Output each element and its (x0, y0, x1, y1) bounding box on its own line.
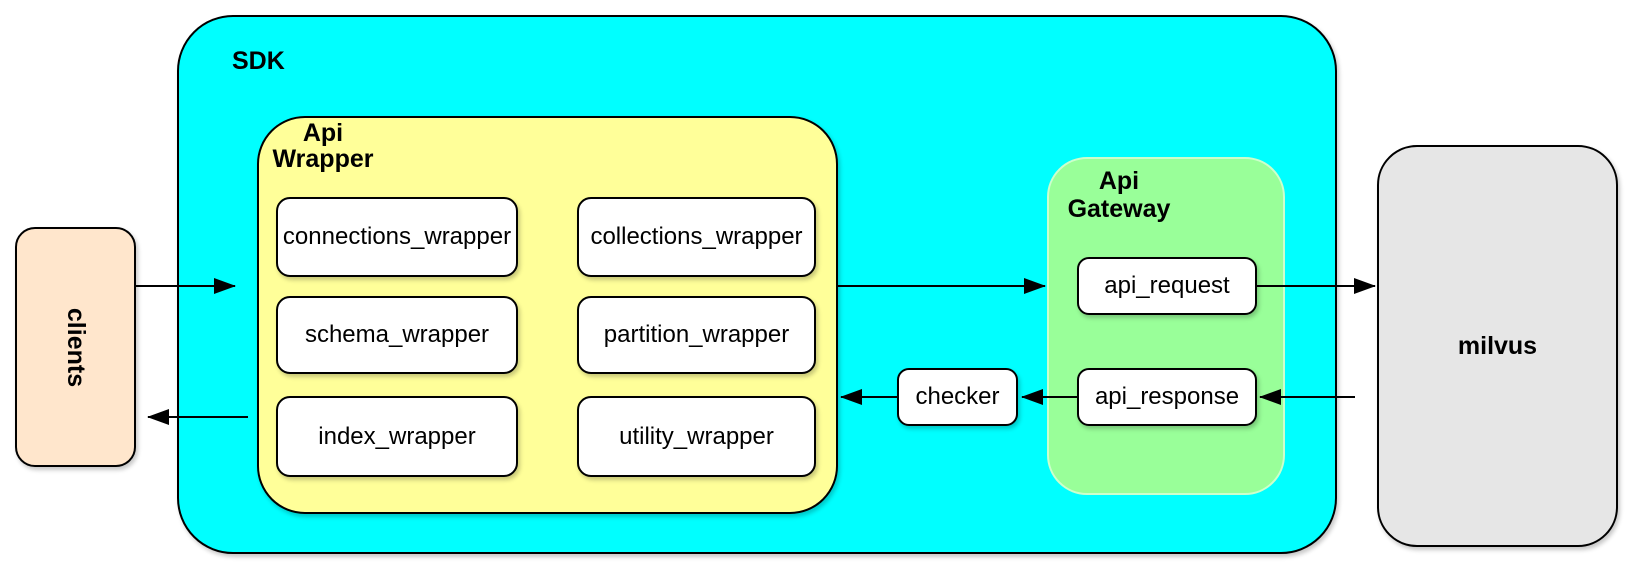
node-index-wrapper: index_wrapper (276, 396, 518, 477)
node-api-request: api_request (1077, 257, 1257, 315)
container-sdk-label: SDK (232, 47, 285, 75)
container-api-gateway: Api Gateway (1047, 157, 1285, 495)
api-wrapper-label-line2: Wrapper (272, 145, 374, 173)
node-clients-label: clients (61, 307, 90, 387)
api-gateway-label-line1: Api (1098, 167, 1140, 195)
node-utility-wrapper: utility_wrapper (577, 396, 816, 477)
node-checker: checker (897, 368, 1018, 426)
container-api-gateway-label: Api Gateway (1049, 167, 1189, 223)
node-partition-wrapper: partition_wrapper (577, 296, 816, 374)
node-clients: clients (15, 227, 136, 467)
node-connections-wrapper: connections_wrapper (276, 197, 518, 277)
node-api-response: api_response (1077, 368, 1257, 426)
api-wrapper-label-line1: Api (302, 119, 344, 147)
node-milvus: milvus (1377, 145, 1618, 547)
container-api-wrapper-label: Api Wrapper (267, 120, 379, 172)
node-collections-wrapper: collections_wrapper (577, 197, 816, 277)
api-gateway-label-line2: Gateway (1067, 195, 1171, 223)
node-schema-wrapper: schema_wrapper (276, 296, 518, 374)
